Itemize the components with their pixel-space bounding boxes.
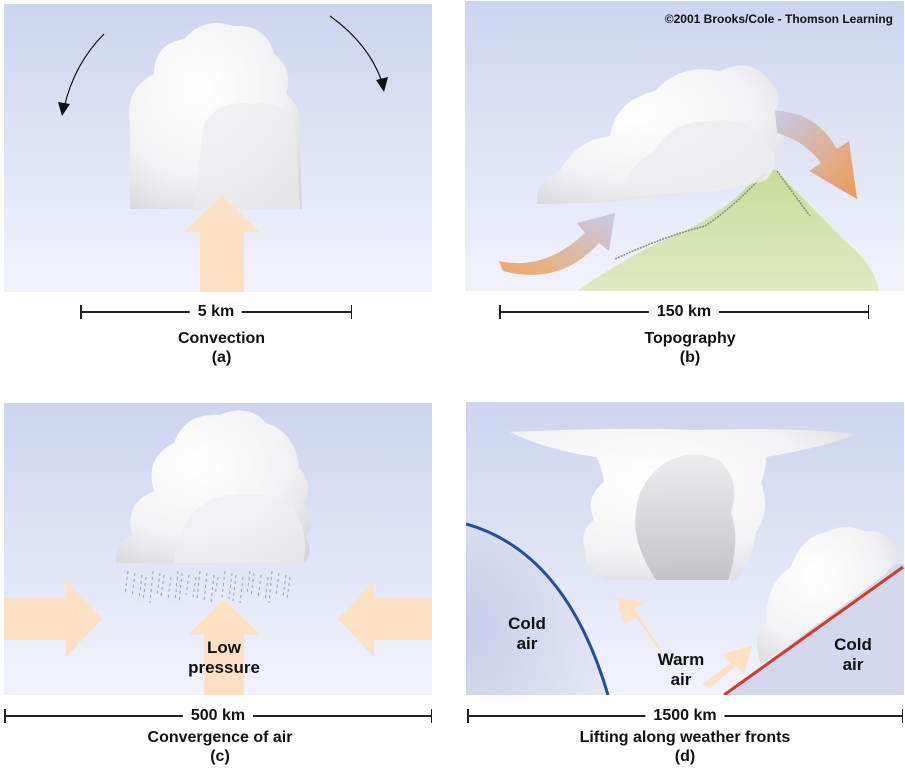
rising-air-arrow-c — [188, 599, 260, 695]
rain-streak — [160, 574, 165, 598]
cumulus-cloud — [129, 22, 302, 210]
rain-streak — [228, 572, 233, 600]
warm-air-label: Warm air — [657, 650, 705, 689]
rain-streak — [149, 570, 154, 604]
rain-streak — [246, 570, 251, 596]
convection-illustration — [4, 4, 432, 292]
rain-streak — [131, 572, 136, 598]
rain-cloud — [115, 410, 311, 563]
caption-title-b: Topography — [644, 330, 736, 347]
caption-title-d: Lifting along weather fronts — [579, 729, 791, 746]
rain-streak — [167, 576, 172, 600]
warm-air-arrow-right — [702, 646, 752, 688]
fronts-illustration — [466, 402, 904, 695]
rising-air-arrow — [184, 196, 260, 292]
rain-streaks — [124, 570, 291, 604]
rain-streak — [275, 572, 280, 596]
mountain — [577, 169, 879, 291]
caption-letter-a: (a) — [211, 349, 232, 366]
scale-label-a: 5 km — [189, 303, 243, 321]
rain-streak — [138, 574, 143, 600]
scale-bar-c: 500 km — [4, 707, 432, 725]
warm-front-line — [723, 565, 904, 695]
rain-streak — [264, 576, 269, 602]
circulation-arrow-left — [63, 33, 105, 109]
caption-title-a: Convection — [177, 330, 266, 347]
orographic-cloud — [536, 65, 784, 204]
scale-label-b: 150 km — [648, 303, 720, 321]
caption-c: Convergence of air (c) — [60, 728, 380, 766]
rain-streak — [268, 570, 273, 604]
rain-streak — [257, 574, 262, 600]
low-pressure-label: Low pressure — [188, 638, 260, 677]
circulation-arrow-right — [329, 15, 383, 83]
cold-air-right-label: Cold air — [834, 635, 872, 674]
rain-streak — [203, 572, 208, 602]
caption-letter-b: (b) — [679, 349, 701, 366]
rain-streak — [250, 572, 255, 598]
rain-streak — [286, 576, 291, 600]
cold-air-mass-left — [466, 524, 608, 695]
panel-c-convergence-scene: Low pressure — [4, 403, 432, 695]
convergence-illustration — [4, 403, 432, 695]
topography-illustration: ©2001 Brooks/Cole - Thomson Learning — [465, 1, 904, 291]
cold-air-left-label: Cold air — [508, 614, 546, 653]
cold-front-line — [466, 522, 610, 695]
rain-streak — [142, 576, 147, 602]
convergence-arrow-right — [338, 581, 432, 657]
rain-streak — [124, 570, 129, 596]
rain-streak — [178, 572, 183, 604]
rain-streak — [156, 572, 161, 596]
caption-d: Lifting along weather fronts (d) — [510, 728, 860, 766]
caption-title-c: Convergence of air — [147, 729, 293, 746]
panel-a-convection-scene — [4, 4, 432, 292]
rain-streak — [232, 574, 237, 602]
panel-b-topography-scene: ©2001 Brooks/Cole - Thomson Learning — [465, 1, 904, 291]
downslope-air-arrow — [775, 111, 857, 199]
scale-label-d: 1500 km — [645, 707, 725, 725]
caption-b: Topography (b) — [530, 329, 850, 367]
scale-bar-d: 1500 km — [467, 707, 903, 725]
caption-letter-c: (c) — [210, 748, 230, 765]
frontal-cloud — [757, 527, 898, 664]
rain-streak — [210, 574, 215, 604]
rain-streak — [196, 570, 201, 600]
caption-letter-d: (d) — [674, 748, 696, 765]
cumulonimbus-cloud — [510, 428, 856, 580]
scale-bar-a: 5 km — [80, 303, 352, 321]
rain-streak — [174, 570, 179, 602]
rain-streak — [282, 574, 287, 598]
upslope-air-arrow — [499, 213, 615, 275]
scale-label-c: 500 km — [182, 707, 254, 725]
copyright-text: ©2001 Brooks/Cole - Thomson Learning — [665, 12, 893, 26]
scale-bar-b: 150 km — [499, 303, 869, 321]
panel-d-fronts-scene: Cold air Warm air Cold air — [466, 402, 904, 695]
rain-streak — [239, 576, 244, 604]
rain-streak — [221, 570, 226, 598]
convergence-arrow-left — [4, 581, 102, 657]
caption-a: Convection (a) — [80, 329, 363, 367]
warm-air-arrow-left — [616, 598, 660, 652]
